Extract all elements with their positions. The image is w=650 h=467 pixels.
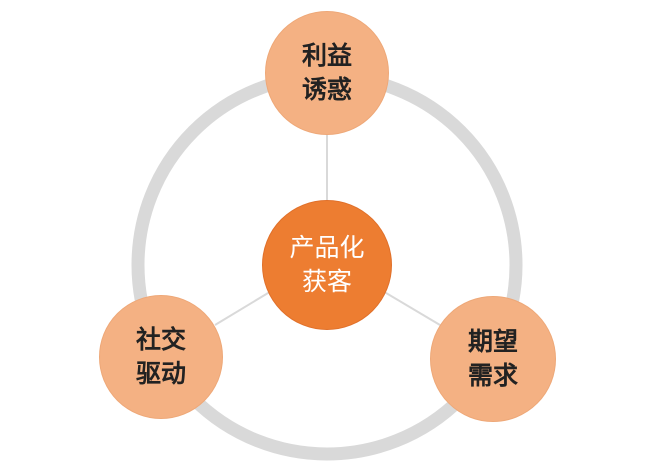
node-right-line1: 期望 [467, 327, 518, 357]
node-left-line2: 驱动 [135, 359, 186, 388]
node-top-line2: 诱惑 [301, 75, 352, 104]
node-right-line2: 需求 [467, 361, 518, 390]
node-expectation-demand: 期望 需求 [430, 296, 556, 422]
node-center-line2: 获客 [301, 267, 352, 296]
node-benefit-temptation: 利益 诱惑 [265, 11, 389, 135]
node-social-drive: 社交 驱动 [99, 295, 223, 419]
node-top-line1: 利益 [301, 41, 352, 71]
connector-right [380, 289, 441, 326]
node-productized-acquisition: 产品化 获客 [262, 200, 392, 330]
node-left-line1: 社交 [135, 325, 186, 355]
node-center-line1: 产品化 [289, 233, 365, 263]
connector-left [214, 289, 274, 326]
